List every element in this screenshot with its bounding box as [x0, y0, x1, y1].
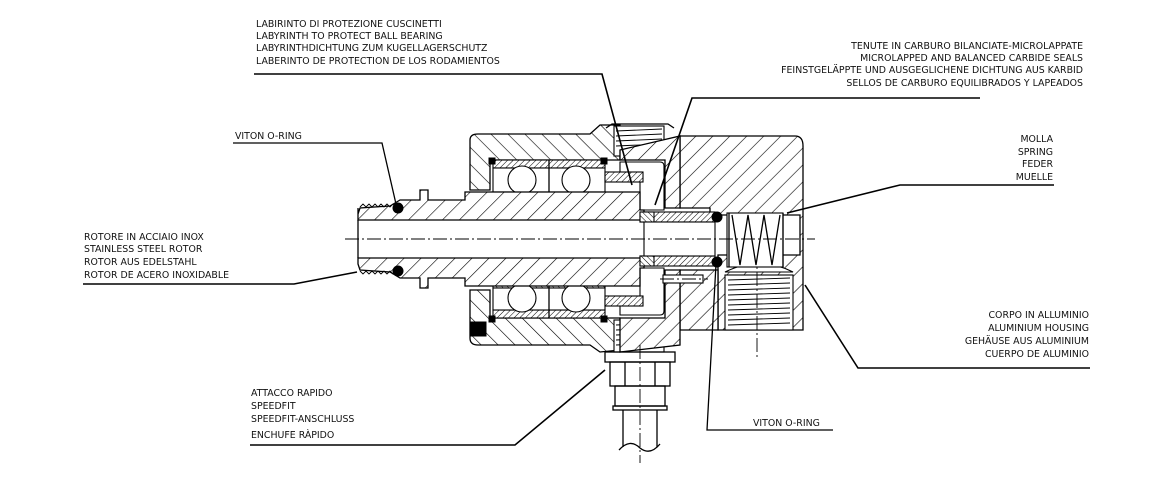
- callout-spring-line: MUELLE: [1016, 172, 1053, 183]
- callout-rotor-line: ROTORE IN ACCIAIO INOX: [84, 232, 204, 243]
- callout-carbide-seals-line: FEINSTGELÄPPTE UND AUSGEGLICHENE DICHTUN…: [781, 65, 1083, 76]
- callout-housing-line: CUERPO DE ALUMINIO: [985, 349, 1089, 360]
- leader-lines: [83, 73, 1090, 446]
- callout-housing-line: ALUMINIUM HOUSING: [988, 323, 1089, 334]
- callout-housing-line: GEHÄUSE AUS ALUMINIUM: [965, 336, 1089, 347]
- spring: [726, 212, 784, 268]
- callout-viton-o-ring-left-line: VITON O-RING: [235, 131, 302, 142]
- callout-labyrinth-line: LABIRINTO DI PROTEZIONE CUSCINETTI: [256, 19, 442, 30]
- callout-viton-o-ring-bottom: VITON O-RING: [753, 418, 820, 429]
- callout-speedfit-line: ENCHUFE RÀPIDO: [251, 429, 334, 441]
- callout-rotor-line: ROTOR DE ACERO INOXIDABLE: [84, 270, 229, 281]
- bearing-housing: [469, 123, 708, 353]
- callout-carbide-seals-line: SELLOS DE CARBURO EQUILIBRADOS Y LAPEADO…: [846, 78, 1083, 89]
- callout-carbide-seals: TENUTE IN CARBURO BILANCIATE-MICROLAPPAT…: [781, 41, 1083, 89]
- callout-viton-o-ring-left: VITON O-RING: [235, 131, 302, 142]
- callout-housing-line: CORPO IN ALLUMINIO: [989, 310, 1089, 321]
- callout-carbide-seals-line: MICROLAPPED AND BALANCED CARBIDE SEALS: [860, 53, 1083, 64]
- stainless-steel-rotor: [357, 189, 645, 289]
- callout-labyrinth: LABIRINTO DI PROTEZIONE CUSCINETTI LABYR…: [256, 19, 500, 67]
- callout-speedfit-line: SPEEDFIT: [251, 401, 296, 412]
- housing-port-thread: [727, 277, 791, 326]
- viton-o-ring-seal-top: [711, 211, 723, 223]
- callout-speedfit: ATTACCO RAPIDO SPEEDFIT SPEEDFIT-ANSCHLU…: [251, 388, 354, 441]
- ball-bearing-bottom: [488, 279, 608, 323]
- callout-spring: MOLLA SPRING FEDER MUELLE: [1016, 134, 1054, 183]
- callout-labyrinth-line: LABYRINTHDICHTUNG ZUM KUGELLAGERSCHUTZ: [256, 43, 487, 54]
- callout-labyrinth-line: LABYRINTH TO PROTECT BALL BEARING: [256, 31, 443, 42]
- callout-viton-o-ring-bottom-line: VITON O-RING: [753, 418, 820, 429]
- viton-o-ring-rotor-bottom: [392, 265, 404, 277]
- callout-spring-line: FEDER: [1022, 159, 1053, 170]
- callout-rotor-line: ROTOR AUS EDELSTAHL: [84, 257, 197, 268]
- viton-o-ring-rotor-top: [392, 202, 404, 214]
- viton-o-ring-seal-bottom: [711, 256, 723, 268]
- labyrinth-ring: [604, 171, 644, 307]
- aluminium-housing: [679, 135, 804, 360]
- callout-rotor-line: STAINLESS STEEL ROTOR: [84, 244, 203, 255]
- callout-speedfit-line: ATTACCO RAPIDO: [251, 388, 333, 399]
- callout-labyrinth-line: LABERINTO DE PROTECTION DE LOS RODAMIENT…: [256, 56, 500, 67]
- callout-housing: CORPO IN ALLUMINIO ALUMINIUM HOUSING GEH…: [965, 310, 1089, 360]
- speedfit-fitting: [604, 345, 676, 463]
- callout-speedfit-line: SPEEDFIT-ANSCHLUSS: [251, 414, 354, 425]
- carbide-seals: [639, 211, 723, 268]
- callout-spring-line: SPRING: [1018, 147, 1053, 158]
- callout-spring-line: MOLLA: [1020, 134, 1053, 145]
- callout-rotor: ROTORE IN ACCIAIO INOX STAINLESS STEEL R…: [84, 232, 229, 281]
- callout-carbide-seals-line: TENUTE IN CARBURO BILANCIATE-MICROLAPPAT…: [850, 41, 1083, 52]
